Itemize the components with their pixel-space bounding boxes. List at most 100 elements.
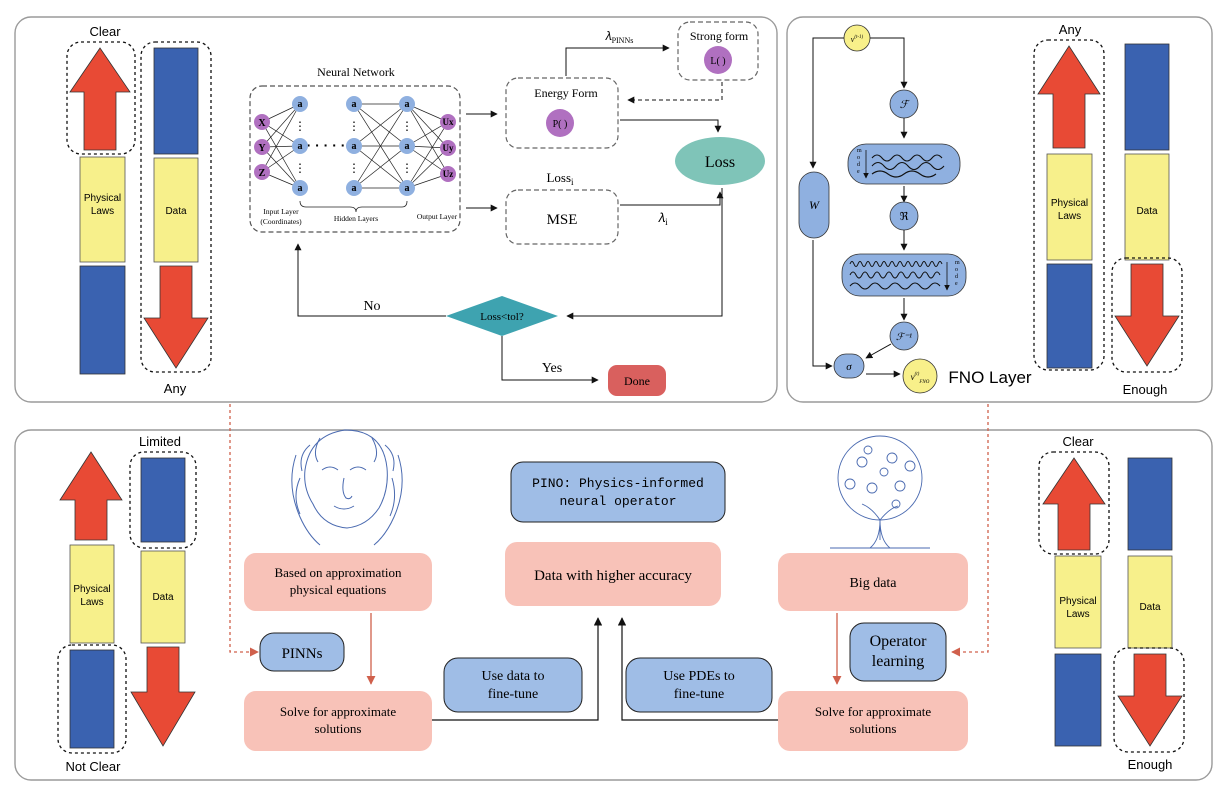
data-label: Data [1136, 206, 1158, 217]
energy-form-label: Energy Form [534, 86, 598, 100]
nn-title: Neural Network [317, 65, 395, 79]
dashed-group [129, 451, 197, 549]
use-pdes-box [625, 657, 773, 713]
dashed-group [1038, 451, 1110, 555]
output-node [440, 140, 456, 156]
dashed-group [66, 41, 136, 155]
hidden-node [292, 96, 308, 112]
output-layer-label: Output Layer [417, 212, 458, 221]
output-node [440, 114, 456, 130]
physical-laws-bar [69, 544, 115, 644]
input-layer-label: (Coordinates) [260, 217, 302, 226]
strong-form-label: Strong form [690, 29, 749, 43]
sigma-label: σ [846, 361, 852, 373]
output-node [440, 166, 456, 182]
mse-box [505, 189, 619, 245]
svg-text:⋮: ⋮ [401, 119, 413, 133]
big-data-label: Big data [849, 576, 897, 591]
bar-top-label: Clear [1062, 434, 1094, 449]
up-arrow [1042, 457, 1106, 551]
dashed-group [1033, 39, 1105, 371]
inverse-fourier-node [889, 321, 919, 351]
hidden-node [399, 180, 415, 196]
real-label: ℜ [900, 211, 909, 223]
hidden-node-label: a [298, 141, 303, 152]
bar-bottom-label: Not Clear [66, 759, 122, 774]
up-arrow [59, 451, 123, 541]
blue-bar [140, 457, 186, 543]
pinns-link [229, 404, 259, 657]
down-arrow [1117, 653, 1183, 747]
up-arrow [69, 47, 131, 151]
top-left-panel [14, 16, 778, 403]
bar-bottom-label: Enough [1123, 382, 1168, 397]
physical-laws-bar [1046, 153, 1093, 261]
dashed-group [57, 644, 127, 754]
fno-layer-title: FNO Layer [948, 368, 1031, 387]
input-node-label: Y [258, 143, 266, 154]
hidden-node [292, 138, 308, 154]
hidden-node-label: a [352, 99, 357, 110]
dashed-group [1113, 647, 1185, 753]
approx-equations-box [244, 553, 432, 611]
hidden-node [346, 138, 362, 154]
no-label: No [363, 299, 380, 314]
strong-operator-circle [704, 46, 732, 74]
hidden-node [346, 180, 362, 196]
hidden-node-label: a [298, 183, 303, 194]
svg-text:⋮: ⋮ [294, 119, 306, 133]
pino-box [510, 461, 726, 523]
loss-i-label: Lossi [546, 170, 574, 187]
hidden-node [346, 96, 362, 112]
data-bar [1127, 555, 1173, 649]
output-node-label: Ux [443, 117, 454, 127]
pinns-box [259, 632, 345, 672]
ellipsis: · · · · · [307, 137, 346, 153]
bar-bottom-label: Any [164, 381, 187, 396]
blue-bar [1127, 457, 1173, 551]
output-node-label: Uz [443, 169, 454, 179]
hidden-node-label: a [298, 99, 303, 110]
higher-accuracy-box [505, 542, 721, 606]
svg-text:⋮: ⋮ [294, 161, 306, 175]
inverse-fourier-label: ℱ⁻¹ [896, 332, 912, 343]
hidden-node [399, 96, 415, 112]
v-output-node [902, 358, 938, 394]
fourier-label: ℱ [900, 99, 911, 111]
hidden-node-label: a [405, 183, 410, 194]
output-node-label: Uy [443, 143, 454, 153]
hidden-node-label: a [405, 99, 410, 110]
decision-diamond [446, 296, 558, 336]
operator-link [951, 404, 989, 657]
bar-top-label: Limited [139, 434, 181, 449]
hidden-node-label: a [352, 141, 357, 152]
higher-accuracy-label: Data with higher accuracy [534, 568, 692, 584]
data-bar [1124, 153, 1170, 261]
svg-text:⋮: ⋮ [401, 161, 413, 175]
strong-operator: L( ) [710, 56, 725, 67]
solve-left-box [244, 691, 432, 751]
hidden-brace [299, 200, 408, 213]
down-arrow [130, 646, 196, 747]
pinns-label: PINNs [282, 646, 323, 662]
solve-right-box [778, 691, 968, 751]
mse-label: MSE [547, 212, 578, 228]
input-node [254, 114, 270, 130]
neural-network: Neural Network · · · · · X Y Z [249, 65, 461, 233]
lambda-i-label: 𝜆i [658, 210, 668, 227]
data-label: Data [1139, 602, 1161, 613]
